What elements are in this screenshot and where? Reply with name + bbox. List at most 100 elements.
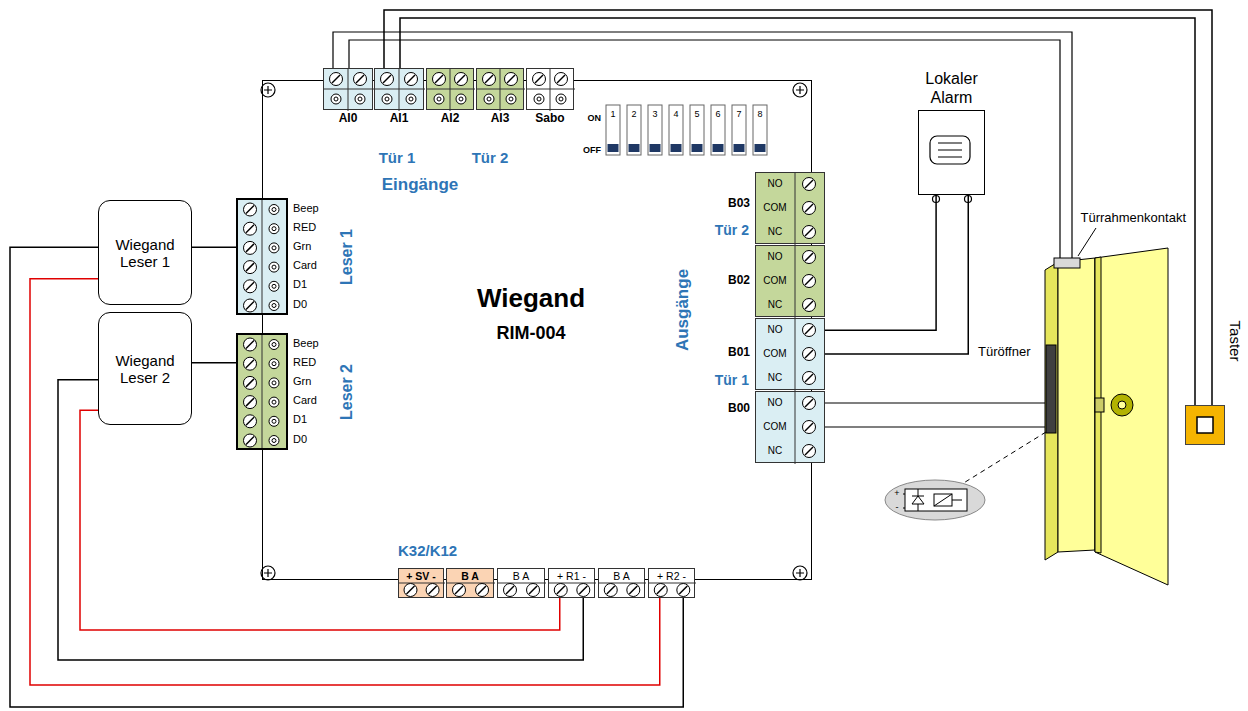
opener-detail bbox=[903, 508, 905, 509]
push-button: Taster bbox=[1185, 405, 1225, 445]
mount-screw bbox=[793, 566, 807, 580]
label-text: 6 bbox=[715, 109, 720, 119]
label-text: NO bbox=[768, 178, 783, 190]
terminal-drawing bbox=[238, 335, 286, 448]
socket bbox=[269, 397, 279, 407]
mount-screw bbox=[796, 569, 804, 577]
label-text: NO bbox=[768, 251, 783, 263]
socket bbox=[459, 97, 463, 101]
label-text: 2 bbox=[631, 109, 636, 119]
node-text: B03 bbox=[728, 197, 750, 211]
screw-slot bbox=[506, 586, 514, 594]
label-text: Beep bbox=[293, 201, 319, 214]
node-text: B A bbox=[447, 569, 493, 583]
screw-terminal bbox=[803, 445, 816, 458]
screw-slot bbox=[579, 586, 587, 594]
divider bbox=[795, 246, 796, 318]
socket bbox=[355, 94, 365, 104]
screw-terminal bbox=[244, 222, 257, 235]
label-text: 4 bbox=[673, 109, 678, 119]
label-text: ON bbox=[588, 113, 602, 123]
label-text: 1 bbox=[610, 109, 615, 119]
wire bbox=[10, 247, 683, 707]
switch-body bbox=[753, 105, 767, 155]
socket bbox=[484, 94, 494, 104]
door bbox=[1045, 262, 1058, 560]
socket bbox=[272, 208, 276, 212]
reader-box: Wiegand Leser 2 bbox=[98, 312, 192, 425]
screw-terminal bbox=[244, 434, 257, 447]
door bbox=[1118, 401, 1126, 409]
screw-slot bbox=[246, 244, 254, 252]
screw-terminal bbox=[803, 202, 816, 215]
screw-terminal bbox=[803, 324, 816, 337]
socket bbox=[272, 381, 276, 385]
screw-slot bbox=[805, 374, 813, 382]
divider bbox=[399, 69, 400, 111]
label-text: Grn bbox=[293, 240, 311, 253]
node-text: Sabo bbox=[535, 112, 564, 126]
divider bbox=[599, 583, 646, 584]
screw-slot bbox=[607, 586, 615, 594]
socket bbox=[269, 301, 279, 311]
screw-slot bbox=[246, 379, 254, 387]
opener-detail bbox=[952, 500, 962, 501]
label-text: NC bbox=[768, 299, 782, 311]
screw-slot bbox=[246, 206, 254, 214]
divider bbox=[795, 392, 796, 464]
label-text: + bbox=[894, 488, 899, 498]
socket bbox=[272, 284, 276, 288]
socket bbox=[269, 416, 279, 426]
switch-body bbox=[669, 105, 683, 155]
screw-terminal bbox=[803, 251, 816, 264]
switch-lever bbox=[734, 144, 745, 152]
screw-terminal bbox=[803, 178, 816, 191]
wire bbox=[80, 410, 560, 630]
terminal-block: Leser 1 bbox=[236, 198, 288, 315]
screw-terminal bbox=[244, 203, 257, 216]
divider bbox=[262, 335, 263, 448]
opener-detail bbox=[885, 480, 985, 520]
divider bbox=[450, 69, 451, 111]
socket bbox=[334, 97, 338, 101]
label-text: Tür 1 bbox=[379, 149, 416, 166]
wire bbox=[400, 18, 1195, 405]
screw-terminal bbox=[577, 584, 590, 597]
screw-slot bbox=[246, 360, 254, 368]
screw-terminal bbox=[627, 584, 640, 597]
door-contact-wire bbox=[349, 40, 1060, 258]
terminal-block: + R1 - bbox=[548, 568, 595, 598]
label-text: Türrahmenkontakt bbox=[1079, 211, 1189, 226]
opener-detail bbox=[912, 496, 924, 504]
screw-slot bbox=[246, 398, 254, 406]
node-text: AI2 bbox=[441, 112, 460, 126]
screw-slot bbox=[356, 75, 364, 83]
socket bbox=[406, 94, 416, 104]
socket bbox=[506, 94, 516, 104]
screw-terminal bbox=[604, 584, 617, 597]
controller-board: WiegandRIM-004Leser 1Leser 2AI0AI1AI2AI3… bbox=[262, 80, 812, 580]
wire bbox=[192, 362, 236, 364]
screw-slot bbox=[805, 204, 813, 212]
screw-terminal bbox=[554, 584, 567, 597]
leader-line bbox=[1078, 228, 1096, 256]
screw-slot bbox=[529, 586, 537, 594]
screw-slot bbox=[246, 341, 254, 349]
leader-line bbox=[1078, 228, 1096, 256]
mount-screw bbox=[264, 569, 272, 577]
screw-slot bbox=[246, 417, 254, 425]
screw-terminal bbox=[803, 275, 816, 288]
screw-terminal bbox=[433, 73, 446, 86]
door bbox=[1095, 248, 1168, 585]
switch-body bbox=[627, 105, 641, 155]
label-text: D0 bbox=[293, 297, 307, 310]
divider bbox=[795, 319, 796, 391]
screw-terminal bbox=[555, 73, 568, 86]
divider bbox=[447, 583, 495, 584]
screw-slot bbox=[805, 301, 813, 309]
screw-terminal bbox=[483, 73, 496, 86]
socket bbox=[269, 224, 279, 234]
socket bbox=[272, 400, 276, 404]
screw-slot bbox=[805, 277, 813, 285]
